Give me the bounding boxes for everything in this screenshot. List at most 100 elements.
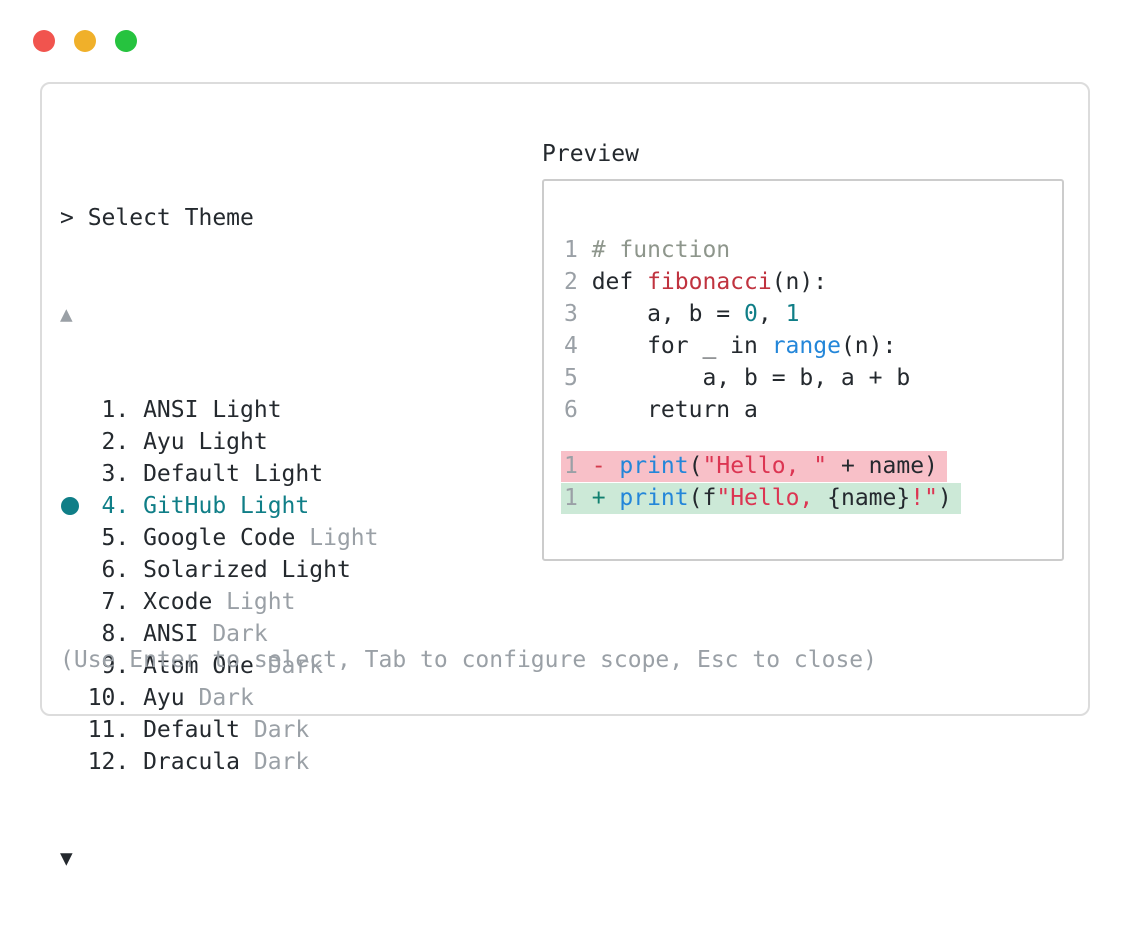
code-token: (f [688,485,717,511]
line-number: 6 [564,397,578,423]
theme-variant: Dark [253,653,324,679]
code-line-2: 2 def fibonacci(n): [564,266,961,298]
theme-option-10[interactable]: 10. Ayu Dark [60,682,379,714]
theme-variant: Dark [198,621,268,647]
theme-name: ANSI Light [143,397,282,423]
theme-number: 12. [87,749,130,775]
code-token: "Hello, [716,485,828,511]
code-line-5: 5 a, b = b, a + b [564,362,961,394]
theme-name: Solarized Light [143,557,351,583]
theme-option-5[interactable]: 5. Google Code Light [60,522,379,554]
scroll-up-icon[interactable]: ▲ [60,302,73,326]
theme-picker-window: > Select Theme ▲ 1. ANSI Light 2. Ayu Light… [40,82,1090,870]
theme-name: Atom One [143,653,254,679]
theme-number: 3. [101,461,130,487]
theme-name: Google Code [143,525,296,551]
code-line-1: 1 # function [564,234,961,266]
theme-variant: Light [295,525,379,551]
theme-number: 6. [101,557,130,583]
code-token: !" [910,485,938,511]
theme-name: Xcode [143,589,213,615]
code-token: (n): [771,269,828,295]
code-token: , [757,301,786,327]
code-token: # function [591,237,731,263]
diff-removed-chip: 1- print("Hello, " + name) [561,451,947,482]
code-line-6: 6 return a [564,394,961,426]
scroll-down-icon[interactable]: ▼ [60,846,73,870]
theme-option-8[interactable]: 8. ANSI Dark [60,618,379,650]
help-text: (Use Enter to select, Tab to configure s… [60,647,877,673]
theme-option-6[interactable]: 6. Solarized Light [60,554,379,586]
diff-added-line: 1 + print(f"Hello, {name}!") [561,482,961,514]
code-token: - [591,453,620,479]
code-token: range [771,333,841,359]
code-token: for _ in [591,333,772,359]
code-token: (n): [840,333,897,359]
theme-option-11[interactable]: 11. Default Dark [60,714,379,746]
code-token: print [619,453,689,479]
minimize-button[interactable] [74,30,96,52]
code-token: {name} [827,485,911,511]
code-token: a, b = [591,301,745,327]
theme-option-12[interactable]: 12. Dracula Dark [60,746,379,778]
diff-added-chip: 1 + print(f"Hello, {name}!") [561,483,961,514]
selected-bullet-icon [61,497,79,515]
code-token: 1 [785,301,800,327]
code-token: def [591,269,648,295]
code-line-3: 3 a, b = 0, 1 [564,298,961,330]
line-number: 2 [564,269,578,295]
line-number: 3 [564,301,578,327]
code-token: + name) [827,453,938,479]
theme-option-9[interactable]: 9. Atom One Dark [60,650,379,682]
theme-number: 5. [101,525,130,551]
line-number: 4 [564,333,578,359]
line-number: 1 [564,453,578,479]
theme-number: 4. [101,493,130,519]
theme-option-3[interactable]: 3. Default Light [60,458,379,490]
code-line-4: 4 for _ in range(n): [564,330,961,362]
code-token: return a [591,397,758,423]
zoom-button[interactable] [115,30,137,52]
code-token: "Hello, " [702,453,828,479]
theme-number: 2. [101,429,130,455]
line-number: 1 [564,485,578,511]
theme-name: Dracula [143,749,241,775]
theme-variant: Dark [184,685,254,711]
theme-number: 10. [87,685,130,711]
theme-option-4[interactable]: 4.GitHub Light [60,490,379,522]
preview-label: Preview [542,141,639,167]
theme-option-2[interactable]: 2. Ayu Light [60,426,379,458]
theme-name: Default Light [143,461,324,487]
theme-number: 8. [101,621,130,647]
theme-name: ANSI [143,621,199,647]
scroll-down-row[interactable]: ▼ [60,842,379,874]
theme-option-1[interactable]: 1. ANSI Light [60,394,379,426]
theme-name: Ayu [143,685,185,711]
code-token: + [591,485,620,511]
theme-name: Ayu Light [143,429,268,455]
code-token: print [619,485,689,511]
scroll-up-row[interactable]: ▲ [60,298,379,330]
theme-option-7[interactable]: 7. Xcode Light [60,586,379,618]
line-number: 1 [564,237,578,263]
theme-name: Default [143,717,241,743]
code-token: fibonacci [647,269,772,295]
theme-variant: Dark [240,717,310,743]
theme-variant: Light [212,589,296,615]
code-token: ) [937,485,952,511]
theme-number: 9. [101,653,130,679]
code-token: ( [688,453,703,479]
theme-selector-pane: > Select Theme ▲ 1. ANSI Light 2. Ayu Light… [60,138,379,938]
diff-removed-line: 1- print("Hello, " + name) [561,450,961,482]
theme-variant: Dark [240,749,310,775]
line-number: 5 [564,365,578,391]
code-token: 0 [744,301,758,327]
diff-gap [564,426,961,450]
select-theme-header: > Select Theme [60,205,254,231]
theme-number: 7. [101,589,130,615]
theme-number: 11. [87,717,130,743]
close-button[interactable] [33,30,55,52]
theme-number: 1. [101,397,130,423]
